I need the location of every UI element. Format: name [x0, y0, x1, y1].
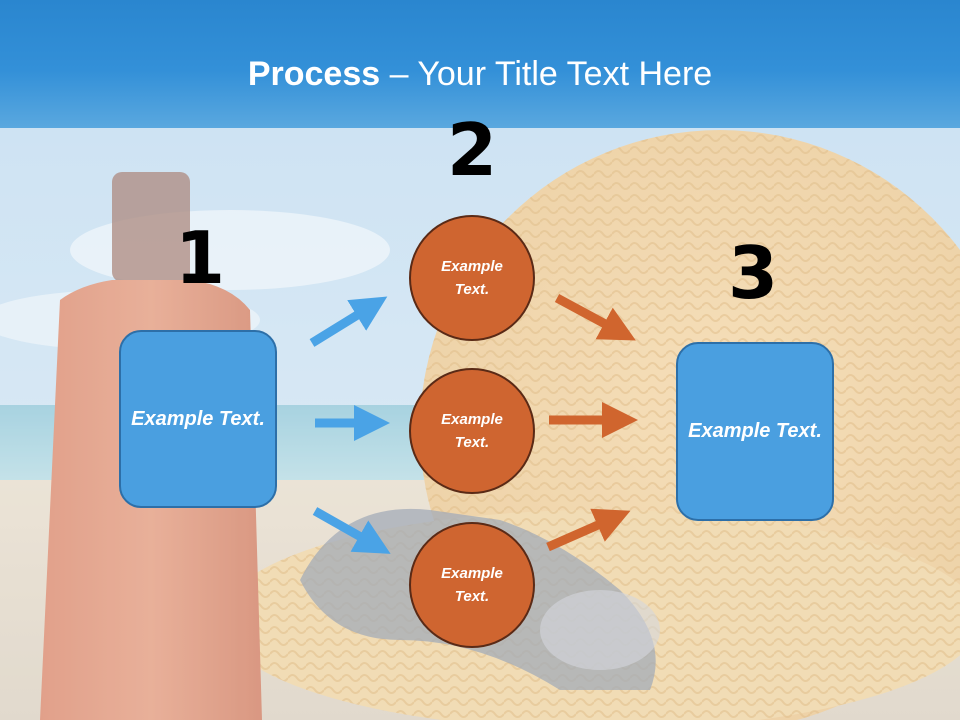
circle-bottom-text: Example Text.: [441, 565, 503, 605]
left-text-box: Example Text.: [119, 330, 277, 508]
title-bold-part: Process: [247, 55, 381, 93]
slide-title: Process – Your Title Text Here: [0, 52, 960, 96]
title-bar: [0, 0, 960, 128]
right-text-box: Example Text.: [676, 342, 834, 521]
blue-arrow-up: [309, 296, 388, 347]
right-box-text: Example Text.: [688, 420, 822, 442]
circle-top-text: Example Text.: [441, 258, 503, 298]
step-number-3: 3: [727, 231, 779, 315]
step-number-1: 1: [174, 216, 226, 300]
blue-arrow-down: [312, 507, 391, 554]
orange-arrow-down: [554, 294, 636, 341]
left-box-text: Example Text.: [131, 407, 265, 430]
title-rest-part: – Your Title Text Here: [380, 55, 713, 93]
circle-middle-text: Example Text.: [441, 411, 503, 451]
step-number-2: 2: [446, 108, 498, 192]
circle-top: Example Text.: [409, 215, 535, 341]
circle-middle: Example Text.: [409, 368, 535, 494]
circle-bottom: Example Text.: [409, 522, 535, 648]
orange-arrow-up: [546, 508, 631, 552]
